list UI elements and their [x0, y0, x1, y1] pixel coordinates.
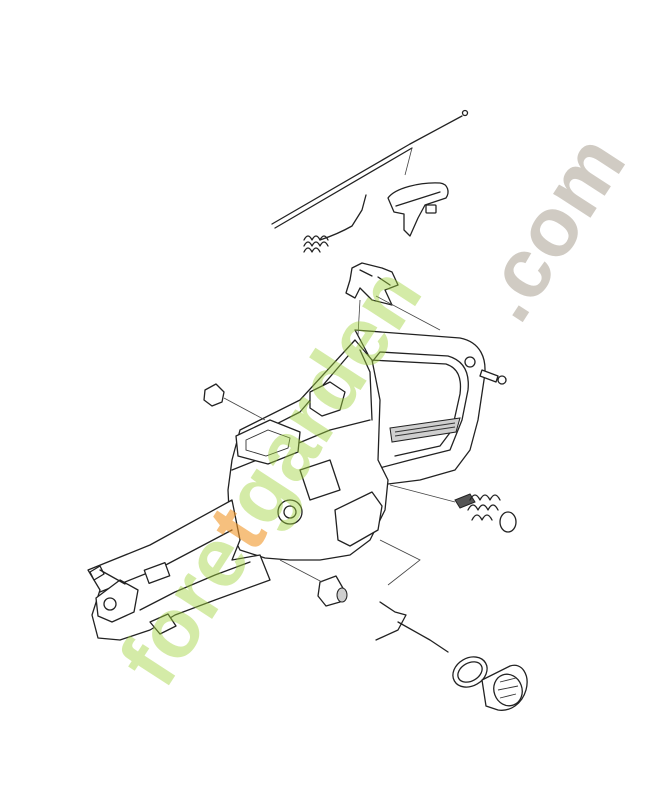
- grommet: [279, 559, 348, 607]
- leader-lines: [357, 147, 413, 336]
- rubber-plug: [203, 383, 266, 421]
- bottom-plate: [87, 499, 271, 641]
- throttle-lockout: [387, 182, 449, 237]
- fuel-hose: [375, 539, 449, 653]
- fuel-tank-cap: [452, 656, 528, 711]
- throttle-trigger: [345, 262, 441, 331]
- throttle-rod: [271, 109, 469, 229]
- crankcase-housing: [227, 329, 486, 561]
- handle-screw: [464, 356, 507, 385]
- throttle-spring: [303, 194, 367, 253]
- front-bolt: [89, 565, 126, 585]
- fuel-pickup-spring: [389, 484, 517, 533]
